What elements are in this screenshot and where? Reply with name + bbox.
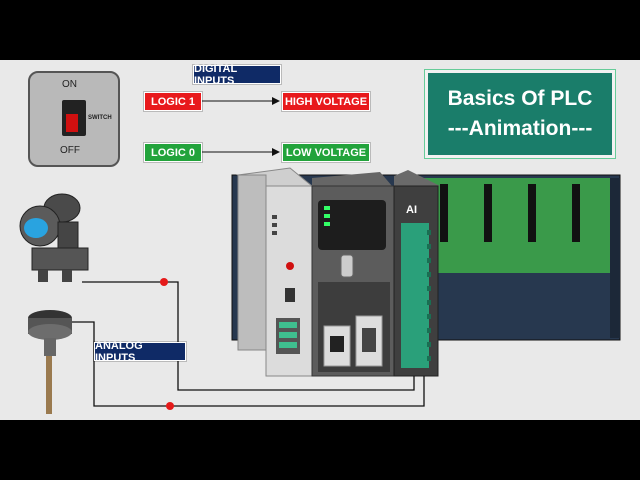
switch-rocker[interactable] [62, 100, 86, 136]
wire-temperature [68, 321, 425, 407]
temperature-sensor-icon [28, 310, 72, 414]
signal-dot-2 [166, 402, 174, 410]
logic1-tag: LOGIC 1 [144, 92, 202, 111]
high-voltage-tag: HIGH VOLTAGE [282, 92, 370, 111]
title-line1: Basics Of PLC [447, 87, 593, 110]
terminal-block [401, 223, 429, 368]
analog-inputs-label: ANALOG INPUTS [94, 340, 186, 364]
digital-inputs-label: DIGITAL INPUTS [193, 63, 281, 87]
title-box: Basics Of PLC ---Animation--- [424, 69, 616, 159]
logic0-tag: LOGIC 0 [144, 143, 202, 162]
low-voltage-tag: LOW VOLTAGE [282, 143, 370, 162]
switch-icon[interactable]: ON SWITCH OFF [28, 71, 120, 167]
rack-slot-2 [484, 184, 492, 242]
wire-transmitter [82, 281, 415, 391]
rack-slot-3 [528, 184, 536, 242]
signal-dot-1 [160, 278, 168, 286]
switch-word: SWITCH [88, 115, 112, 121]
power-led [286, 262, 294, 270]
title-line2: ---Animation--- [447, 117, 593, 140]
switch-off-label: OFF [60, 145, 80, 156]
switch-on-label: ON [62, 79, 77, 90]
rack-slot-4 [572, 184, 580, 242]
module-label-ai: AI [406, 204, 417, 216]
pressure-transmitter-icon [19, 193, 89, 282]
animation-stage: ON SWITCH OFF DIGITAL INPUTS LOGIC 1 HIG… [0, 60, 640, 420]
plc-diagram [19, 97, 621, 414]
rack-slot-1 [440, 184, 448, 242]
